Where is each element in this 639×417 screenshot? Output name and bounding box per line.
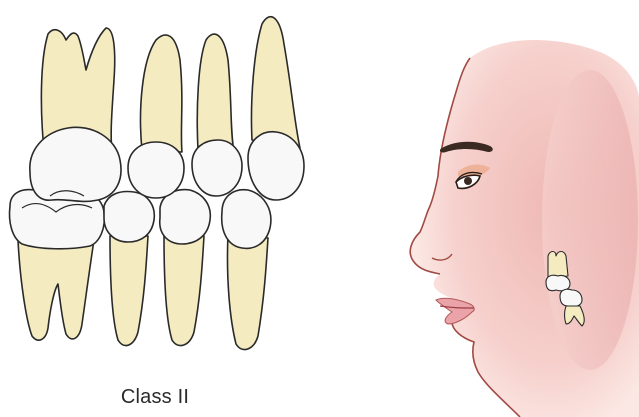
lower-roots xyxy=(18,234,268,350)
molar-teeth-illustration xyxy=(10,17,305,350)
pupil xyxy=(464,177,472,185)
face-profile-illustration xyxy=(410,40,639,417)
cheek-shading xyxy=(542,70,638,370)
caption: Class II xyxy=(0,386,310,409)
